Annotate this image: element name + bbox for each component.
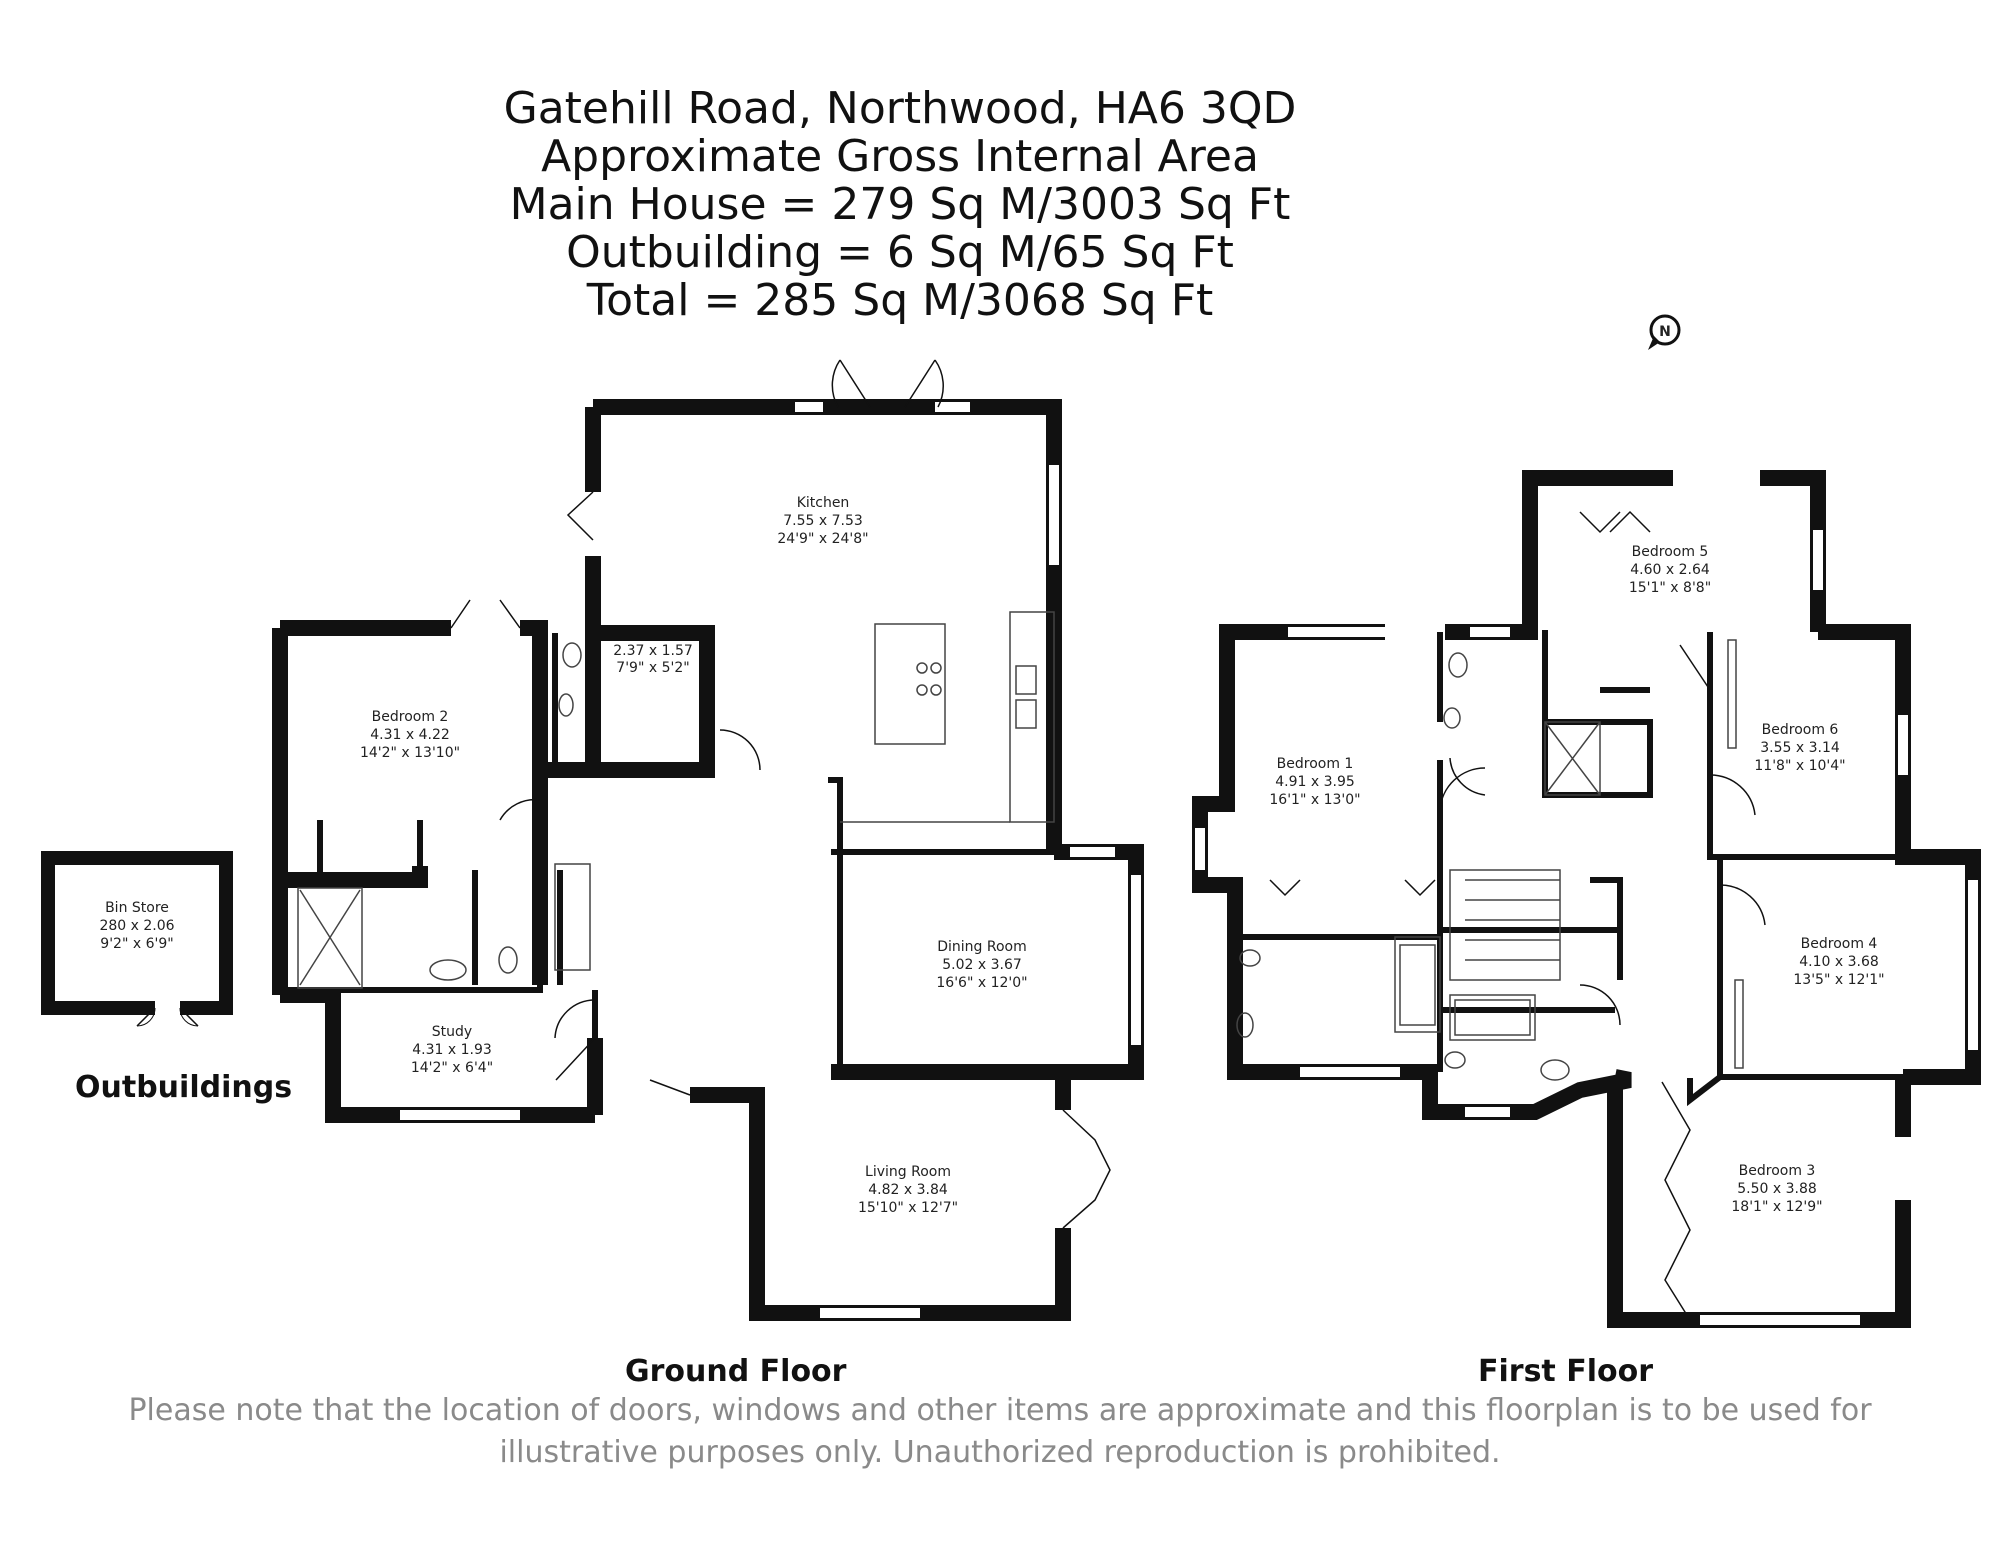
study-name: Study: [432, 1024, 472, 1040]
compass-label: N: [1659, 324, 1671, 340]
outbuilding-area: Outbuilding = 6 Sq M/65 Sq Ft: [566, 227, 1234, 278]
bedroom4-name: Bedroom 4: [1801, 936, 1878, 952]
room-bedroom-6: Bedroom 6 3.55 x 3.14 11'8" x 10'4": [1754, 722, 1845, 774]
dining-name: Dining Room: [937, 939, 1027, 955]
bin-store-metric: 280 x 2.06: [99, 918, 174, 934]
bedroom3-name: Bedroom 3: [1739, 1163, 1816, 1179]
outbuildings-label: Outbuildings: [75, 1070, 293, 1105]
kitchen-name: Kitchen: [797, 495, 850, 511]
first-floor-windows: [1195, 473, 1978, 1325]
room-study: Study 4.31 x 1.93 14'2" x 6'4": [411, 1024, 493, 1076]
bedroom4-metric: 4.10 x 3.68: [1799, 954, 1879, 970]
room-bedroom-2: Bedroom 2 4.31 x 4.22 14'2" x 13'10": [360, 709, 460, 761]
main-house-area: Main House = 279 Sq M/3003 Sq Ft: [509, 179, 1291, 230]
ground-floor-fixtures: [297, 611, 1055, 989]
bedroom5-metric: 4.60 x 2.64: [1630, 562, 1710, 578]
bedroom2-metric: 4.31 x 4.22: [370, 727, 450, 743]
bedroom5-imperial: 15'1" x 8'8": [1629, 580, 1711, 596]
first-floor-walls: [1192, 470, 1981, 1328]
ground-floor-partitions: [280, 633, 1054, 1075]
bedroom5-name: Bedroom 5: [1632, 544, 1709, 560]
bin-store-imperial: 9'2" x 6'9": [100, 936, 173, 952]
bedroom4-imperial: 13'5" x 12'1": [1793, 972, 1884, 988]
ground-floor-doors: [450, 359, 1111, 1229]
first-floor-doors: [1269, 510, 1766, 1321]
living-imperial: 15'10" x 12'7": [858, 1200, 958, 1216]
bin-store-outbuilding: [41, 851, 233, 1027]
ground-floor-label: Ground Floor: [625, 1354, 847, 1389]
study-metric: 4.31 x 1.93: [412, 1042, 492, 1058]
kitchen-imperial: 24'9" x 24'8": [777, 531, 868, 547]
utility-imperial: 7'9" x 5'2": [616, 660, 689, 676]
room-bedroom-4: Bedroom 4 4.10 x 3.68 13'5" x 12'1": [1793, 936, 1884, 988]
ground-floor-windows: [400, 402, 1141, 1318]
bedroom6-name: Bedroom 6: [1762, 722, 1839, 738]
room-bedroom-5: Bedroom 5 4.60 x 2.64 15'1" x 8'8": [1629, 544, 1711, 596]
bedroom2-imperial: 14'2" x 13'10": [360, 745, 460, 761]
bedroom1-imperial: 16'1" x 13'0": [1269, 792, 1360, 808]
bedroom6-metric: 3.55 x 3.14: [1760, 740, 1840, 756]
study-imperial: 14'2" x 6'4": [411, 1060, 493, 1076]
compass-icon: N: [1648, 314, 1681, 350]
bedroom1-metric: 4.91 x 3.95: [1275, 774, 1355, 790]
living-name: Living Room: [865, 1164, 951, 1180]
bedroom6-imperial: 11'8" x 10'4": [1754, 758, 1845, 774]
room-bedroom-1: Bedroom 1 4.91 x 3.95 16'1" x 13'0": [1269, 756, 1360, 808]
room-living: Living Room 4.82 x 3.84 15'10" x 12'7": [858, 1164, 958, 1216]
dining-metric: 5.02 x 3.67: [942, 957, 1022, 973]
title-block: Gatehill Road, Northwood, HA6 3QD Approx…: [500, 85, 1300, 325]
address-title: Gatehill Road, Northwood, HA6 3QD: [503, 83, 1297, 134]
bedroom3-imperial: 18'1" x 12'9": [1731, 1199, 1822, 1215]
bedroom3-metric: 5.50 x 3.88: [1737, 1181, 1817, 1197]
living-metric: 4.82 x 3.84: [868, 1182, 948, 1198]
total-area: Total = 285 Sq M/3068 Sq Ft: [586, 275, 1214, 326]
kitchen-metric: 7.55 x 7.53: [783, 513, 863, 529]
room-bedroom-3: Bedroom 3 5.50 x 3.88 18'1" x 12'9": [1731, 1163, 1822, 1215]
dining-imperial: 16'6" x 12'0": [936, 975, 1027, 991]
bin-store-name: Bin Store: [105, 900, 169, 916]
bedroom2-name: Bedroom 2: [372, 709, 449, 725]
area-subtitle: Approximate Gross Internal Area: [541, 131, 1259, 182]
disclaimer-text: Please note that the location of doors, …: [128, 1393, 1872, 1470]
first-floor-fixtures: [1236, 639, 1744, 1081]
ground-floor-walls: [272, 399, 1144, 1321]
utility-metric: 2.37 x 1.57: [613, 643, 693, 659]
bedroom1-name: Bedroom 1: [1277, 756, 1354, 772]
first-floor-label: First Floor: [1478, 1354, 1654, 1389]
first-floor-partitions: [1235, 630, 1903, 1107]
room-dining: Dining Room 5.02 x 3.67 16'6" x 12'0": [936, 939, 1027, 991]
room-kitchen: Kitchen 7.55 x 7.53 24'9" x 24'8": [777, 495, 868, 547]
room-utility: 2.37 x 1.57 7'9" x 5'2": [613, 643, 693, 676]
